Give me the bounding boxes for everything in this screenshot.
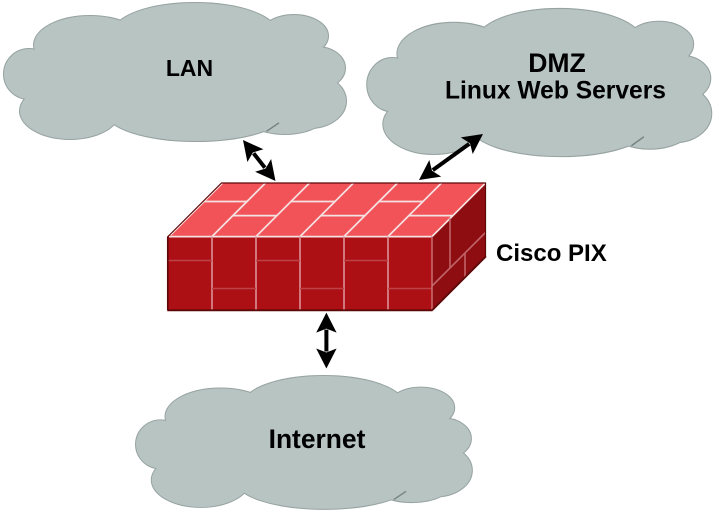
svg-text:Internet: Internet [269,424,366,454]
svg-text:LAN: LAN [166,55,213,81]
svg-text:Cisco PIX: Cisco PIX [496,240,607,267]
svg-text:Linux Web Servers: Linux Web Servers [445,78,666,105]
svg-text:DMZ: DMZ [528,48,586,78]
